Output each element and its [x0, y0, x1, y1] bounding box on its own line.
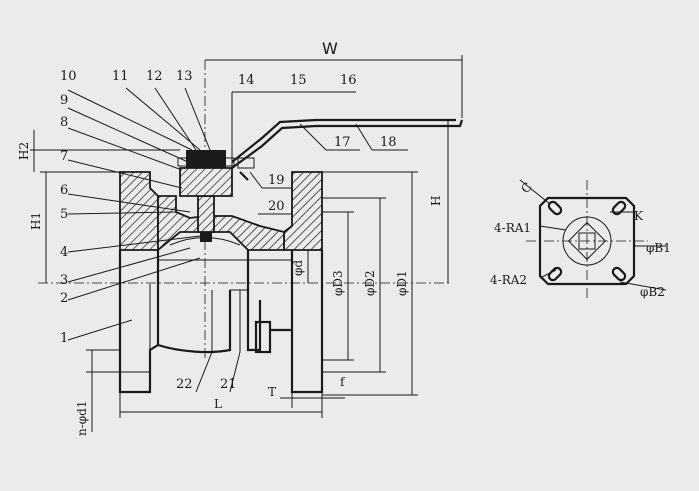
handle-lever [231, 118, 456, 163]
dim-h: H [429, 196, 443, 206]
label-part-10: 10 [60, 69, 77, 84]
label-part-13: 13 [176, 69, 193, 84]
label-part-6: 6 [60, 183, 68, 198]
left-flange-section [119, 171, 159, 251]
dim-k: K [634, 209, 644, 223]
label-part-4: 4 [60, 245, 68, 260]
label-part-1: 1 [60, 331, 68, 346]
bolt-stub [254, 320, 272, 354]
dim-b2: φB2 [640, 285, 665, 299]
dim-d2: φD2 [363, 270, 377, 296]
dim-c: C [518, 180, 534, 196]
label-part-16: 16 [340, 73, 357, 88]
stem-nut [186, 150, 226, 168]
right-flange-lower [290, 250, 324, 394]
valve-body [38, 60, 464, 394]
dim-b1: φB1 [646, 241, 671, 255]
dim-d: φd [291, 260, 305, 276]
top-flange-outline [538, 196, 636, 286]
part-labels: 10 9 8 7 6 5 4 3 2 1 11 12 13 14 15 16 1… [60, 69, 397, 392]
iso-top-flange-view [519, 179, 667, 300]
stem [197, 195, 215, 233]
body-lower-contour [157, 290, 232, 354]
dim-4-ra2: 4-RA2 [490, 273, 527, 287]
label-part-7: 7 [60, 149, 68, 164]
dim-w: W [322, 39, 338, 58]
label-part-21: 21 [220, 377, 237, 392]
dim-h1: H1 [29, 212, 43, 230]
leader-lines [67, 87, 408, 393]
label-part-17: 17 [334, 135, 351, 150]
label-part-11: 11 [112, 69, 129, 84]
label-part-20: 20 [268, 199, 285, 214]
dim-4-ra1: 4-RA1 [494, 221, 531, 235]
label-part-22: 22 [176, 377, 193, 392]
label-part-5: 5 [60, 207, 68, 222]
dim-t: T [268, 385, 276, 399]
label-part-9: 9 [60, 93, 68, 108]
left-flange-lower [118, 250, 159, 394]
label-part-14: 14 [238, 73, 255, 88]
dimension-lines [30, 55, 463, 432]
body-top-section [157, 195, 285, 252]
label-part-15: 15 [290, 73, 307, 88]
dim-h2: H2 [17, 142, 31, 160]
label-part-8: 8 [60, 115, 68, 130]
dimension-labels: W H H1 H2 L T f φd φD3 φD2 φD1 n-φd1 C K… [17, 39, 671, 436]
label-part-12: 12 [146, 69, 163, 84]
label-part-2: 2 [60, 291, 68, 306]
dim-d1: φD1 [395, 270, 409, 296]
dim-l: L [214, 397, 222, 411]
dim-n-d1: n-φd1 [75, 400, 89, 436]
label-part-3: 3 [60, 273, 68, 288]
label-part-19: 19 [268, 173, 285, 188]
bonnet-gland [179, 167, 233, 197]
right-flange-section [283, 171, 323, 251]
dim-d3: φD3 [331, 270, 345, 296]
dim-f: f [340, 375, 346, 389]
label-part-18: 18 [380, 135, 397, 150]
